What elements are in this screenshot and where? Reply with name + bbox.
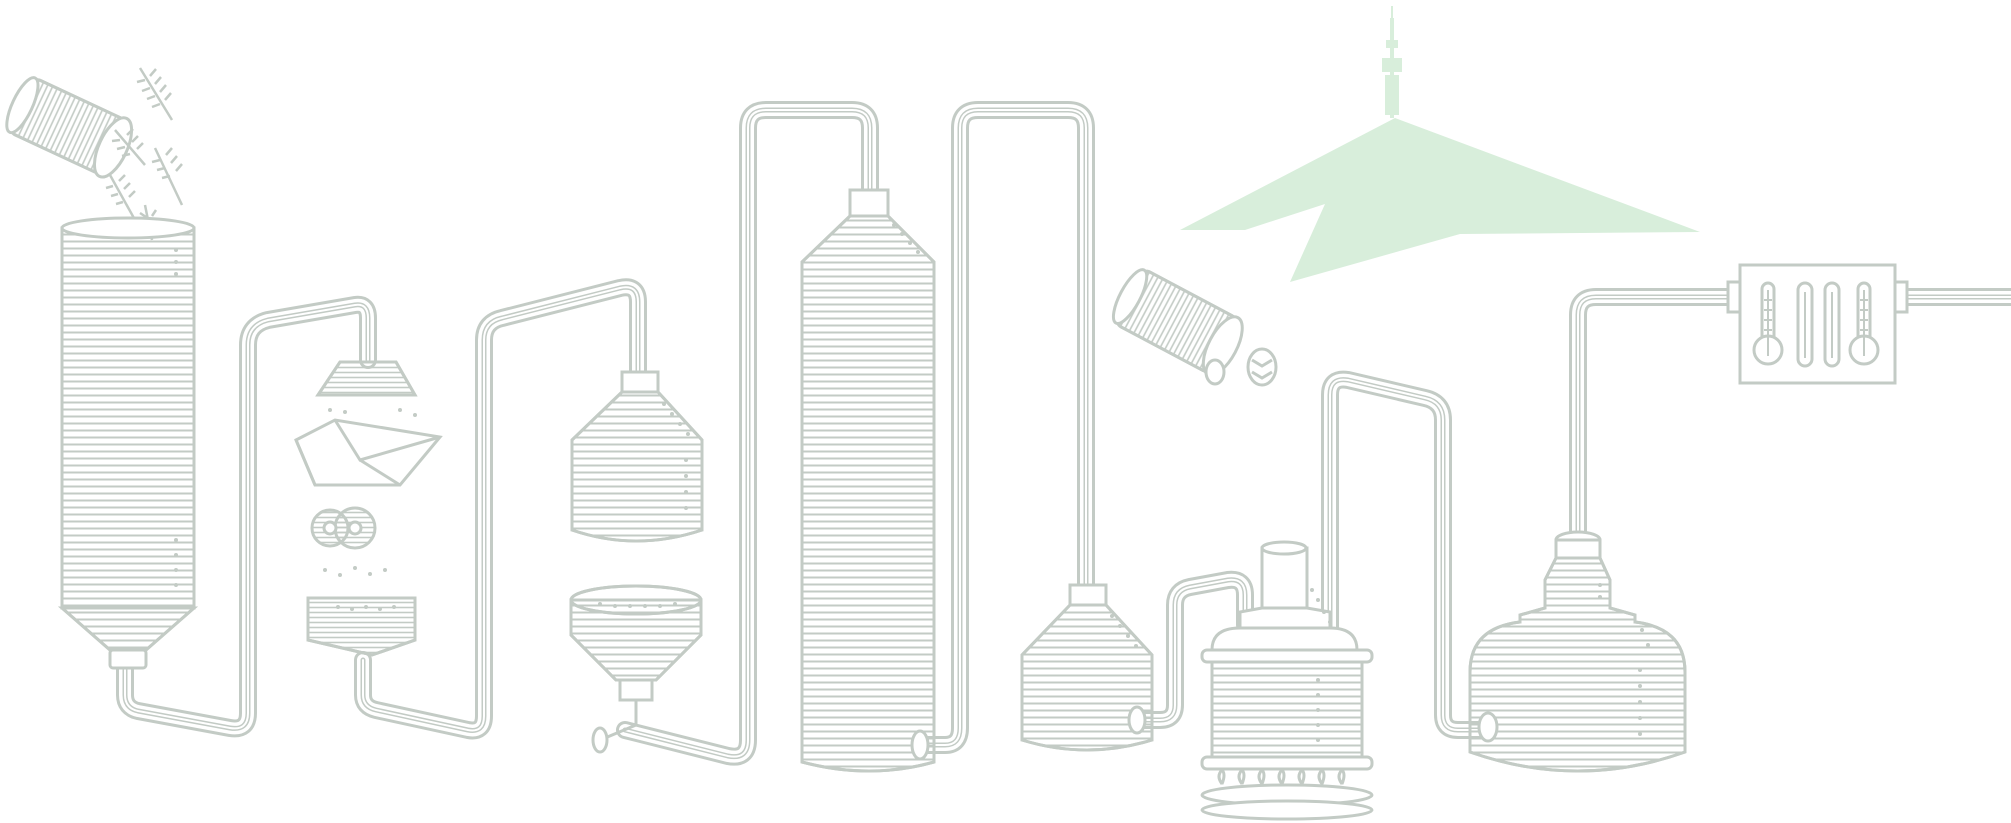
thermometer-panel-icon (1728, 265, 1907, 383)
tower-landmark-icon (1180, 6, 1700, 282)
silo-icon (62, 218, 194, 668)
column-tank-icon (802, 190, 934, 771)
hop-bucket-icon (1106, 264, 1276, 385)
whirlpool-tank-icon (1470, 532, 1685, 771)
grain-bucket-icon (0, 72, 139, 182)
small-tank-icon (1022, 585, 1152, 750)
burner-icon (1202, 770, 1372, 819)
mash-tun-icon (572, 372, 702, 541)
mill-rollers (312, 508, 375, 548)
mill-icon (296, 362, 440, 655)
